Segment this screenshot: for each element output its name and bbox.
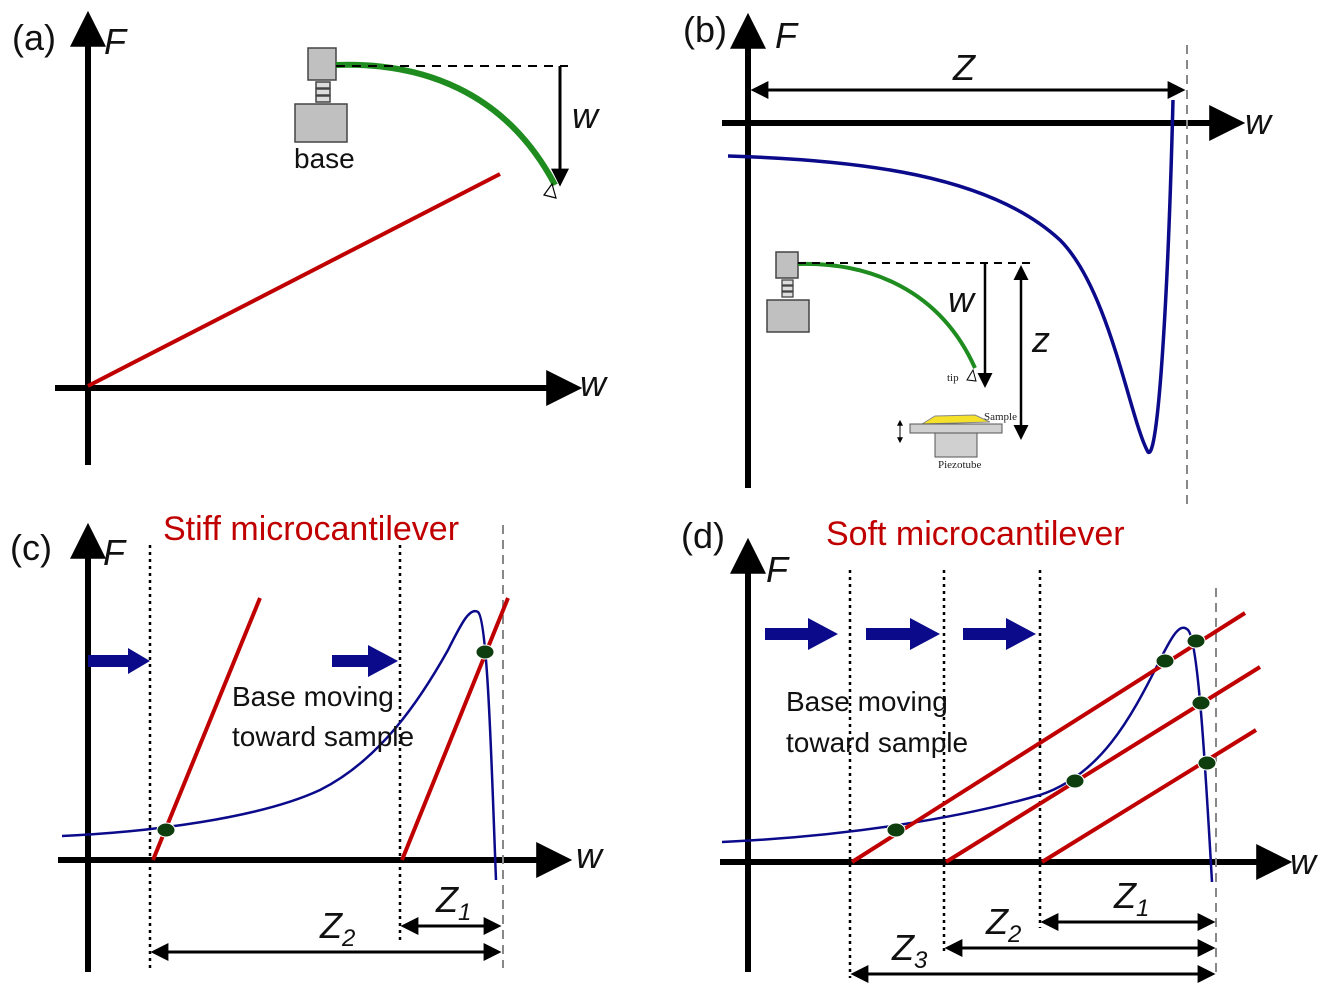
panel-a-holder-block — [307, 47, 337, 81]
panel-d-dot-2 — [1065, 773, 1085, 789]
panel-b-y-label: F — [775, 15, 799, 56]
panel-c-force-line-1 — [151, 597, 262, 861]
panel-d-Z3-label: Z3 — [891, 927, 928, 974]
panel-d: (d) Soft microcantilever F w Base moving… — [681, 515, 1318, 983]
panel-d-title: Soft microcantilever — [826, 515, 1125, 553]
panel-a-tip-icon — [542, 182, 557, 199]
panel-d-dot-4 — [1186, 633, 1206, 649]
panel-b-sample — [920, 414, 991, 425]
panel-c-label: (c) — [10, 527, 52, 568]
panel-c-move-arrow-2 — [332, 645, 398, 677]
panel-b-holder-block — [775, 251, 799, 279]
panel-a-label: (a) — [12, 17, 56, 58]
panel-b: (b) F w Z tip w z Sample Piezotube — [683, 9, 1273, 510]
panel-b-tip-icon — [966, 368, 977, 382]
panel-b-cantilever — [797, 261, 977, 369]
panel-c-Z2-label: Z2 — [319, 905, 355, 952]
panel-a-cantilever — [335, 61, 558, 187]
panel-b-z-label: z — [1031, 319, 1050, 360]
panel-a-base-block — [294, 103, 348, 143]
panel-d-label: (d) — [681, 515, 725, 556]
panel-c-text-line-2: toward sample — [232, 721, 414, 752]
panel-c-text-line-1: Base moving — [232, 681, 394, 712]
panel-d-dot-5 — [1191, 695, 1211, 711]
panel-d-move-arrow-3 — [963, 618, 1036, 650]
panel-d-dot-3 — [1155, 653, 1175, 669]
panel-c-y-label: F — [103, 532, 127, 573]
panel-a-deflection-label: w — [572, 95, 600, 136]
panel-d-dot-6 — [1197, 755, 1217, 771]
panel-b-sample-label: Sample — [984, 411, 1017, 423]
panel-c-force-curve — [61, 609, 498, 881]
panel-b-stage — [909, 423, 1003, 434]
panel-b-force-curve — [727, 99, 1175, 454]
panel-b-label: (b) — [683, 9, 727, 50]
panel-c-move-arrow-1 — [88, 648, 150, 674]
panel-d-y-label: F — [766, 549, 790, 590]
panel-d-Z2-label: Z2 — [985, 901, 1021, 948]
panel-a-y-label: F — [104, 21, 128, 62]
panel-c-force-line-2 — [400, 597, 510, 861]
panel-a-force-line — [87, 172, 501, 388]
panel-a-x-label: w — [580, 363, 608, 404]
panel-d-move-arrow-1 — [765, 618, 838, 650]
panel-c-x-label: w — [576, 835, 604, 876]
panel-b-Z-label: Z — [952, 47, 976, 88]
panel-b-piezotube — [934, 432, 978, 458]
panel-b-tip-label: tip — [947, 372, 959, 384]
panel-d-force-line-1 — [850, 611, 1247, 864]
panel-c: (c) Stiff microcantilever F w Base movin… — [10, 510, 604, 972]
panel-a-base-label: base — [294, 143, 355, 174]
panel-c-title: Stiff microcantilever — [163, 510, 459, 548]
panel-d-force-line-3 — [1040, 728, 1258, 864]
panel-b-base-block — [766, 299, 810, 333]
panel-d-dot-1 — [886, 822, 906, 838]
panel-b-w-label: w — [948, 279, 976, 320]
panel-d-move-arrow-2 — [866, 618, 940, 650]
panel-d-Z1-label: Z1 — [1113, 875, 1149, 922]
panel-c-dot-1 — [156, 822, 176, 838]
panel-a: (a) F w base w — [12, 10, 608, 465]
panel-a-spring — [315, 81, 331, 103]
panel-d-text-line-2: toward sample — [786, 727, 968, 758]
panel-d-x-label: w — [1290, 841, 1318, 882]
panel-b-spring — [781, 279, 794, 298]
panel-c-Z1-label: Z1 — [435, 879, 471, 926]
panel-c-dot-2 — [475, 644, 495, 660]
panel-b-piezo-label: Piezotube — [938, 459, 981, 471]
panel-b-x-label: w — [1245, 101, 1273, 142]
panel-d-text-line-1: Base moving — [786, 686, 948, 717]
